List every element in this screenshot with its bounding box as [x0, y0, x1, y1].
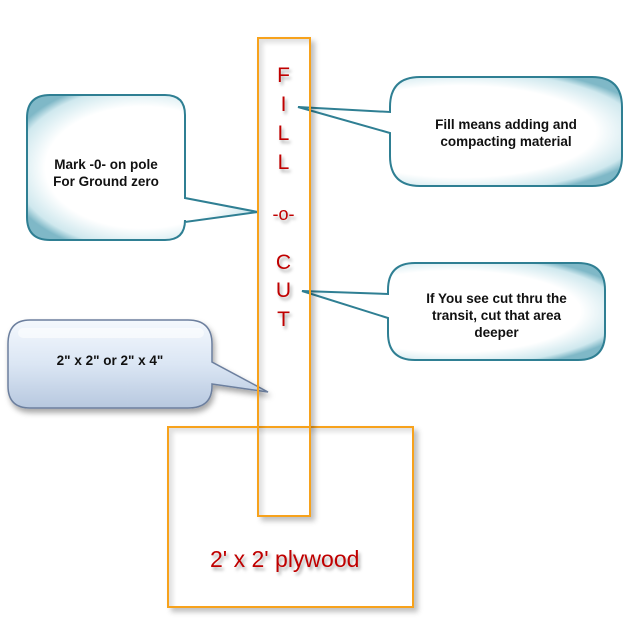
callout-fill-line2: compacting material: [440, 134, 572, 149]
callout-ground-zero-line2: For Ground zero: [53, 174, 159, 189]
pole-letter-i: I: [280, 93, 287, 116]
pole-letter-l1: L: [277, 122, 290, 145]
pole-letter-f: F: [277, 64, 290, 87]
callout-cut-text: If You see cut thru the transit, cut tha…: [388, 290, 605, 341]
callout-ground-zero-text: Mark -0- on pole For Ground zero: [27, 156, 185, 190]
grade-pole: [257, 37, 311, 517]
pole-letter-t: T: [277, 308, 290, 331]
callout-ground-zero-shape: [26, 94, 259, 241]
pole-letter-c: C: [275, 251, 292, 274]
callout-cut-line2: transit, cut that area: [431, 308, 562, 323]
ground-zero-mark: -o-: [272, 204, 295, 224]
callout-lumber-shape: [7, 319, 269, 409]
plywood-label: 2' x 2' plywood: [210, 546, 360, 572]
callout-fill-shape: [297, 76, 623, 187]
plywood-base: [167, 426, 414, 608]
pole-letter-u: U: [275, 279, 292, 302]
callout-lumber-text: 2" x 2" or 2" x 4": [56, 353, 164, 368]
callout-fill-text: Fill means adding and compacting materia…: [390, 116, 622, 150]
callout-fill-line1: Fill means adding and: [435, 117, 577, 132]
pole-letter-l2: L: [277, 151, 290, 174]
callout-cut-shape: [301, 262, 606, 361]
callout-ground-zero-line1: Mark -0- on pole: [54, 157, 158, 172]
callout-cut-line1: If You see cut thru the: [426, 291, 567, 306]
callout-cut-line3: deeper: [474, 325, 519, 340]
